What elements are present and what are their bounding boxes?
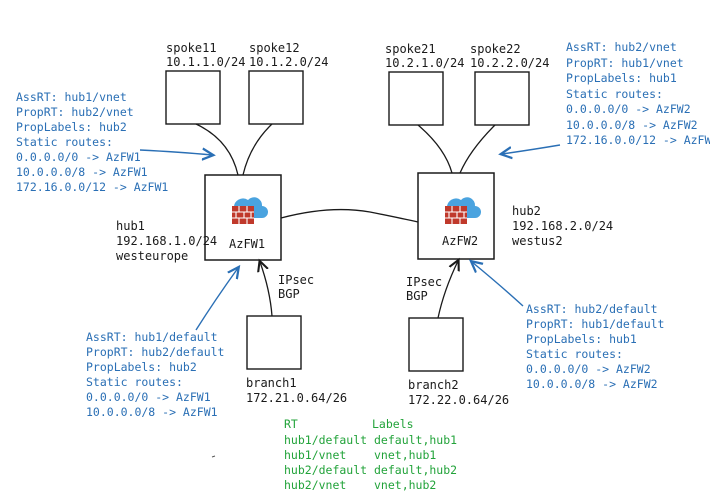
branch1-link-bgp: BGP xyxy=(278,287,300,301)
spoke21-box xyxy=(388,71,444,126)
branch2-link-bgp: BGP xyxy=(406,289,428,303)
link-spoke22-hub2 xyxy=(459,124,496,174)
branch1-box xyxy=(246,315,302,370)
legend-rt-header: RT xyxy=(284,417,298,431)
svg-text:PropRT: hub2/vnet: PropRT: hub2/vnet xyxy=(16,105,134,119)
svg-text:hub2/default: hub2/default xyxy=(284,463,367,477)
firewall-icon xyxy=(444,196,482,225)
hub1-region: westeurope xyxy=(116,249,188,263)
svg-text:vnet,hub2: vnet,hub2 xyxy=(374,478,436,492)
svg-text:0.0.0.0/0 -> AzFW1: 0.0.0.0/0 -> AzFW1 xyxy=(16,150,141,164)
link-branch1-hub1 xyxy=(260,262,273,317)
spoke21-prefix: 10.2.1.0/24 xyxy=(385,56,464,70)
spoke12-box xyxy=(248,70,304,125)
link-spoke11-hub1 xyxy=(195,123,239,176)
arrow-hub2-vnet-note xyxy=(502,144,561,154)
branch1-prefix: 172.21.0.64/26 xyxy=(246,391,347,405)
svg-text:hub2/vnet: hub2/vnet xyxy=(284,478,346,492)
svg-text:Static routes:: Static routes: xyxy=(16,135,113,149)
hub2-branch-annotation: AssRT: hub2/default PropRT: hub1/default… xyxy=(526,302,664,391)
svg-text:0.0.0.0/0 -> AzFW2: 0.0.0.0/0 -> AzFW2 xyxy=(566,102,691,116)
firewall-icon xyxy=(231,196,269,225)
hub1-branch-annotation: AssRT: hub1/default PropRT: hub2/default… xyxy=(86,330,224,419)
svg-text:PropRT: hub1/default: PropRT: hub1/default xyxy=(526,317,664,331)
branch1-name: branch1 xyxy=(246,376,297,390)
hub1-name: hub1 xyxy=(116,219,145,233)
arrow-hub2-branch-note xyxy=(472,262,524,307)
hub2-vnet-annotation: AssRT: hub2/vnet PropRT: hub1/vnet PropL… xyxy=(566,40,710,147)
svg-text:Static routes:: Static routes: xyxy=(566,87,663,101)
svg-text:AssRT: hub1/default: AssRT: hub1/default xyxy=(86,330,218,344)
svg-text:default,hub2: default,hub2 xyxy=(374,463,457,477)
hub1-firewall-label: AzFW1 xyxy=(229,237,265,251)
spoke11-name: spoke11 xyxy=(166,41,217,55)
svg-text:hub1/default: hub1/default xyxy=(284,433,367,447)
branch2-box xyxy=(408,317,464,372)
hub1-vnet-annotation: AssRT: hub1/vnet PropRT: hub2/vnet PropL… xyxy=(16,90,168,194)
hub2-region: westus2 xyxy=(512,234,563,248)
branch2-prefix: 172.22.0.64/26 xyxy=(408,393,509,407)
link-spoke12-hub1 xyxy=(242,123,273,176)
spoke11-box xyxy=(165,70,221,125)
link-branch2-hub2 xyxy=(437,261,458,319)
svg-text:AssRT: hub1/vnet: AssRT: hub1/vnet xyxy=(16,90,127,104)
svg-text:PropLabels: hub1: PropLabels: hub1 xyxy=(566,71,677,85)
svg-text:PropRT: hub1/vnet: PropRT: hub1/vnet xyxy=(566,56,684,70)
svg-text:Static routes:: Static routes: xyxy=(86,375,183,389)
link-hub1-hub2 xyxy=(280,208,419,223)
svg-text:0.0.0.0/0 -> AzFW2: 0.0.0.0/0 -> AzFW2 xyxy=(526,362,651,376)
link-spoke21-hub2 xyxy=(417,124,453,174)
arrow-hub1-branch-note xyxy=(195,268,238,331)
arrow-hub1-vnet-note xyxy=(139,150,212,155)
svg-text:PropRT: hub2/default: PropRT: hub2/default xyxy=(86,345,224,359)
svg-text:PropLabels: hub1: PropLabels: hub1 xyxy=(526,332,637,346)
hub2-prefix: 192.168.2.0/24 xyxy=(512,219,613,233)
route-table-legend: RT Labels hub1/default default,hub1 hub1… xyxy=(284,417,457,492)
hub2-firewall-label: AzFW2 xyxy=(442,234,478,248)
svg-text:PropLabels: hub2: PropLabels: hub2 xyxy=(86,360,197,374)
svg-text:default,hub1: default,hub1 xyxy=(374,433,457,447)
branch2-link-ipsec: IPsec xyxy=(406,275,442,289)
svg-text:hub1/vnet: hub1/vnet xyxy=(284,448,346,462)
hub1-prefix: 192.168.1.0/24 xyxy=(116,234,217,248)
svg-text:172.16.0.0/12 -> AzFW2: 172.16.0.0/12 -> AzFW2 xyxy=(566,133,710,147)
spoke12-prefix: 10.1.2.0/24 xyxy=(249,55,328,69)
legend-labels-header: Labels xyxy=(372,417,414,431)
svg-text:vnet,hub1: vnet,hub1 xyxy=(374,448,436,462)
svg-text:AssRT: hub2/vnet: AssRT: hub2/vnet xyxy=(566,40,677,54)
svg-text:10.0.0.0/8 -> AzFW2: 10.0.0.0/8 -> AzFW2 xyxy=(566,118,698,132)
spoke12-name: spoke12 xyxy=(249,41,300,55)
svg-text:10.0.0.0/8 -> AzFW1: 10.0.0.0/8 -> AzFW1 xyxy=(16,165,148,179)
hub2-name: hub2 xyxy=(512,204,541,218)
stray-mark xyxy=(211,455,216,458)
spoke11-prefix: 10.1.1.0/24 xyxy=(166,55,245,69)
branch2-name: branch2 xyxy=(408,378,459,392)
spoke22-box xyxy=(474,71,530,126)
spoke22-prefix: 10.2.2.0/24 xyxy=(470,56,549,70)
svg-text:0.0.0.0/0 -> AzFW1: 0.0.0.0/0 -> AzFW1 xyxy=(86,390,211,404)
svg-text:172.16.0.0/12 -> AzFW1: 172.16.0.0/12 -> AzFW1 xyxy=(16,180,168,194)
spoke22-name: spoke22 xyxy=(470,42,521,56)
svg-text:10.0.0.0/8 -> AzFW2: 10.0.0.0/8 -> AzFW2 xyxy=(526,377,658,391)
spoke21-name: spoke21 xyxy=(385,42,436,56)
svg-text:Static routes:: Static routes: xyxy=(526,347,623,361)
svg-text:10.0.0.0/8 -> AzFW1: 10.0.0.0/8 -> AzFW1 xyxy=(86,405,218,419)
branch1-link-ipsec: IPsec xyxy=(278,273,314,287)
svg-text:AssRT: hub2/default: AssRT: hub2/default xyxy=(526,302,658,316)
svg-text:PropLabels: hub2: PropLabels: hub2 xyxy=(16,120,127,134)
